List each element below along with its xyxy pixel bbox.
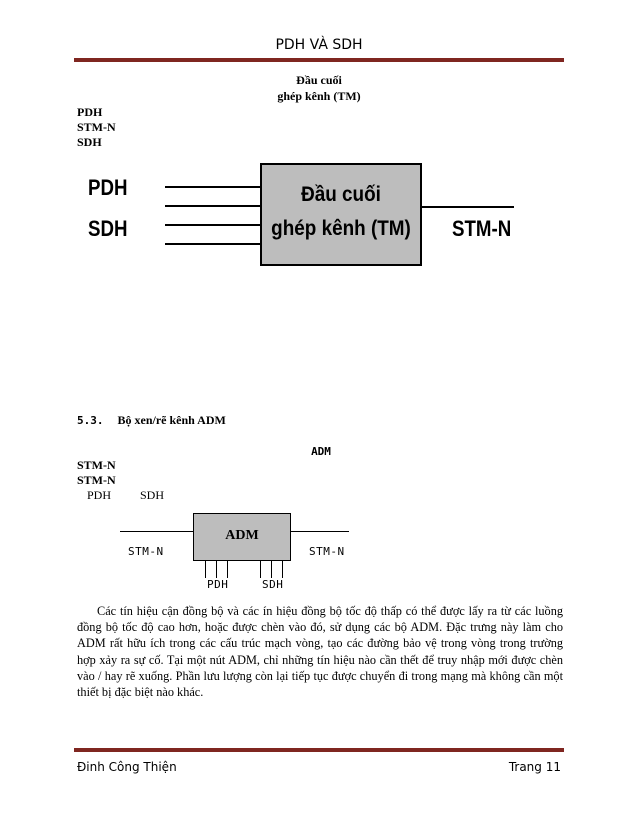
adm-drop-line-6 <box>282 561 283 578</box>
left-label-stm-n-2: STM-N <box>77 473 116 487</box>
adm-heading: ADM <box>0 445 638 458</box>
adm-drop-line-1 <box>205 561 206 578</box>
adm-left-line <box>120 531 193 532</box>
adm-right-line <box>291 531 349 532</box>
adm-box <box>193 513 291 561</box>
tm-input-sdh-label: SDH <box>88 216 128 241</box>
tm-input-line-3 <box>165 224 260 226</box>
tm-input-line-2 <box>165 205 260 207</box>
tm-box-label: Đầu cuối ghép kênh (TM) <box>268 178 414 246</box>
footer-author: Đinh Công Thiện <box>77 760 177 774</box>
adm-drop-line-5 <box>271 561 272 578</box>
body-paragraph: Các tín hiệu cận đồng bộ và các ín hiệu … <box>77 604 563 700</box>
left-label-sdh: SDH <box>77 135 102 149</box>
sdh-label-text: SDH <box>140 488 165 502</box>
adm-bottom-pdh: PDH <box>207 578 229 591</box>
adm-left-stm-n: STM-N <box>128 545 164 558</box>
tm-terminal-multiplexer-box <box>260 163 422 266</box>
tm-output-stm-n-label: STM-N <box>452 216 512 241</box>
adm-right-stm-n: STM-N <box>309 545 345 558</box>
adm-box-label: ADM <box>225 528 259 543</box>
left-label-stm-n-1: STM-N <box>77 458 116 472</box>
tm-box-line1: Đầu cuối <box>301 183 381 206</box>
tm-output-line <box>422 206 514 208</box>
tm-input-pdh-label: PDH <box>88 175 128 200</box>
tm-caption-line1: Đầu cuối <box>296 73 342 87</box>
left-label-pdh: PDH <box>77 105 103 119</box>
header-rule <box>74 58 564 62</box>
adm-drop-line-3 <box>227 561 228 578</box>
footer-rule <box>74 748 564 752</box>
adm-heading-text: ADM <box>311 445 331 458</box>
section-title: Bộ xen/rẽ kênh ADM <box>117 413 226 427</box>
adm-drop-line-4 <box>260 561 261 578</box>
tm-caption-line2: ghép kênh (TM) <box>277 89 361 103</box>
footer-page-number: Trang 11 <box>508 760 561 774</box>
adm-bottom-sdh: SDH <box>262 578 284 591</box>
tm-input-line-1 <box>165 186 260 188</box>
adm-drop-line-2 <box>216 561 217 578</box>
left-label-stm-n: STM-N <box>77 120 116 134</box>
section-heading: 5.3. Bộ xen/rẽ kênh ADM <box>77 413 226 428</box>
pdh-label-text: PDH <box>87 488 112 502</box>
tm-input-line-4 <box>165 243 260 245</box>
page-header-title: PDH VÀ SDH <box>275 37 363 53</box>
tm-box-line2: ghép kênh (TM) <box>271 217 411 240</box>
section-number: 5.3. <box>77 414 104 427</box>
